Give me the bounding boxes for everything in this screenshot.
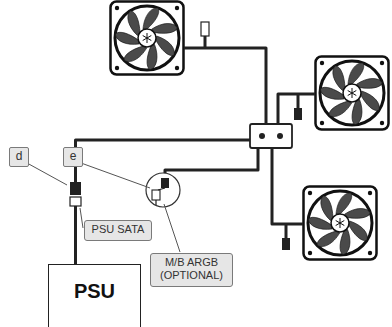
sata-connector — [70, 182, 81, 206]
hub — [250, 124, 292, 148]
psu-box: PSU — [48, 264, 141, 327]
fan — [111, 2, 184, 75]
fan — [316, 57, 389, 130]
callout-letter: d — [9, 147, 29, 167]
fan — [304, 187, 377, 260]
leader-lines — [27, 163, 180, 252]
cables — [76, 36, 316, 264]
argb-connector — [146, 173, 180, 207]
label-text: d — [16, 149, 23, 163]
label-text: M/B ARGB (OPTIONAL) — [156, 256, 227, 282]
part-label: PSU SATA — [84, 220, 152, 241]
label-text: e — [70, 149, 77, 163]
callout-letter: e — [63, 147, 83, 167]
label-text: PSU — [53, 279, 136, 303]
part-label: M/B ARGB (OPTIONAL) — [150, 253, 233, 287]
label-text: PSU SATA — [92, 223, 145, 236]
branch-plugs — [201, 22, 302, 250]
